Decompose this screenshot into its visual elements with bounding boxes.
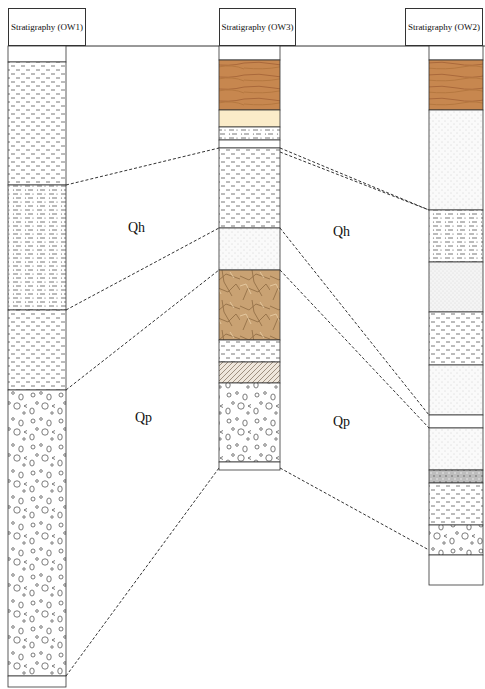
well-header: Stratigraphy (OW3) [219,8,296,46]
well-header: Stratigraphy (OW1) [8,8,86,46]
well-title: Stratigraphy (OW2) [408,22,480,32]
unit-label: Qp [135,410,152,426]
well-header: Stratigraphy (OW2) [405,8,483,46]
well-title: Stratigraphy (OW1) [11,22,83,32]
well-title: Stratigraphy (OW3) [221,22,293,32]
unit-label: Qh [333,224,350,240]
unit-label: Qh [128,220,145,236]
unit-label: Qp [333,414,350,430]
